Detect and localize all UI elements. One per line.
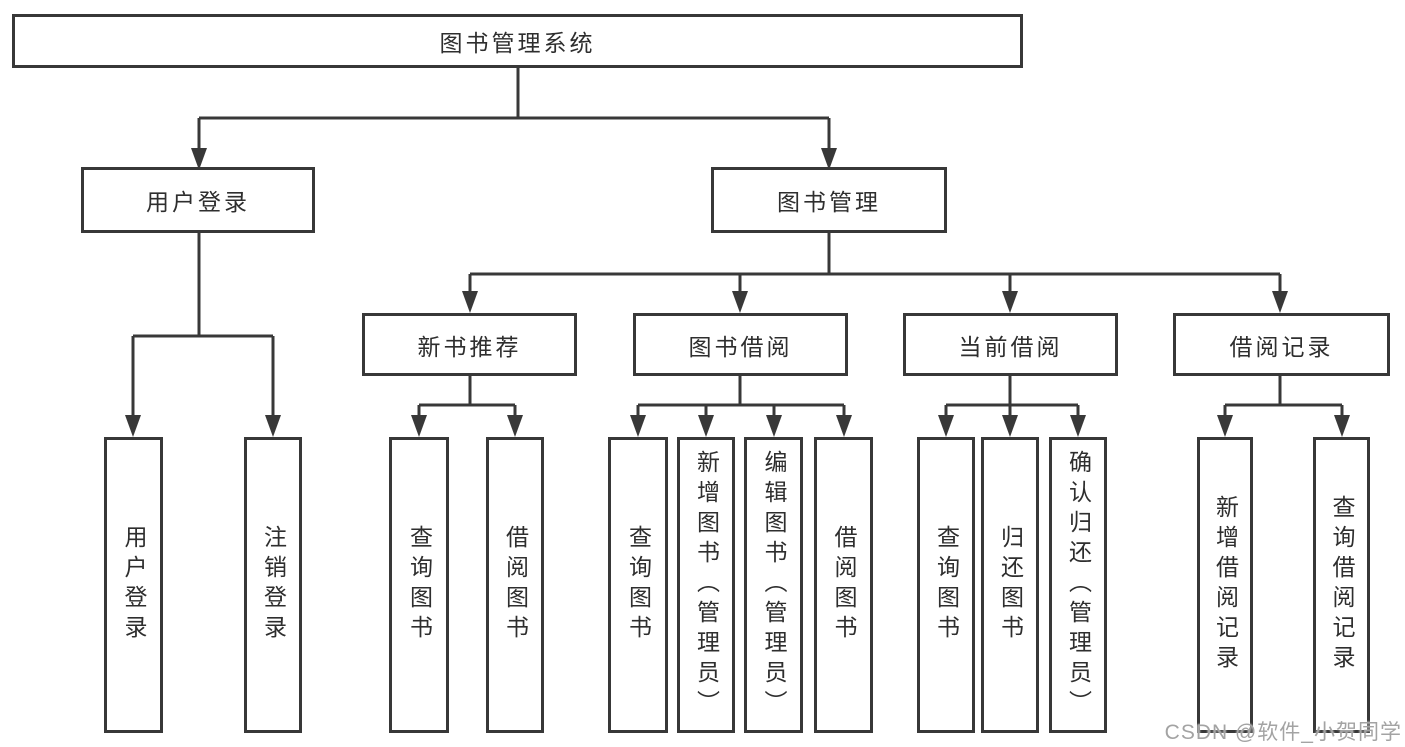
node-borrowing-records: 借阅记录 <box>1173 313 1390 376</box>
leaf-query-books-current: 查询图书 <box>917 437 975 733</box>
leaf-borrow-books-borrowing: 借阅图书 <box>814 437 873 733</box>
leaf-borrow-books-recommend: 借阅图书 <box>486 437 544 733</box>
leaf-query-books-recommend: 查询图书 <box>389 437 449 733</box>
csdn-watermark: CSDN @软件_小贺同学 <box>1164 721 1402 744</box>
node-book-management-branch: 图书管理 <box>711 167 947 233</box>
leaf-add-borrow-record: 新增借阅记录 <box>1197 437 1253 733</box>
node-user-login-branch: 用户登录 <box>81 167 315 233</box>
leaf-return-book: 归还图书 <box>981 437 1039 733</box>
node-current-borrowing: 当前借阅 <box>903 313 1118 376</box>
leaf-logout: 注销登录 <box>244 437 302 733</box>
leaf-confirm-return-admin: 确认归还（管理员） <box>1049 437 1107 733</box>
node-library-management-system: 图书管理系统 <box>12 14 1023 68</box>
node-book-borrowing: 图书借阅 <box>633 313 848 376</box>
node-new-book-recommend: 新书推荐 <box>362 313 577 376</box>
leaf-edit-book-admin: 编辑图书（管理员） <box>744 437 803 733</box>
leaf-query-borrow-record: 查询借阅记录 <box>1313 437 1370 733</box>
arrowheads <box>125 148 1350 437</box>
leaf-query-books-borrowing: 查询图书 <box>608 437 668 733</box>
leaf-user-login: 用户登录 <box>104 437 163 733</box>
leaf-add-book-admin: 新增图书（管理员） <box>677 437 735 733</box>
